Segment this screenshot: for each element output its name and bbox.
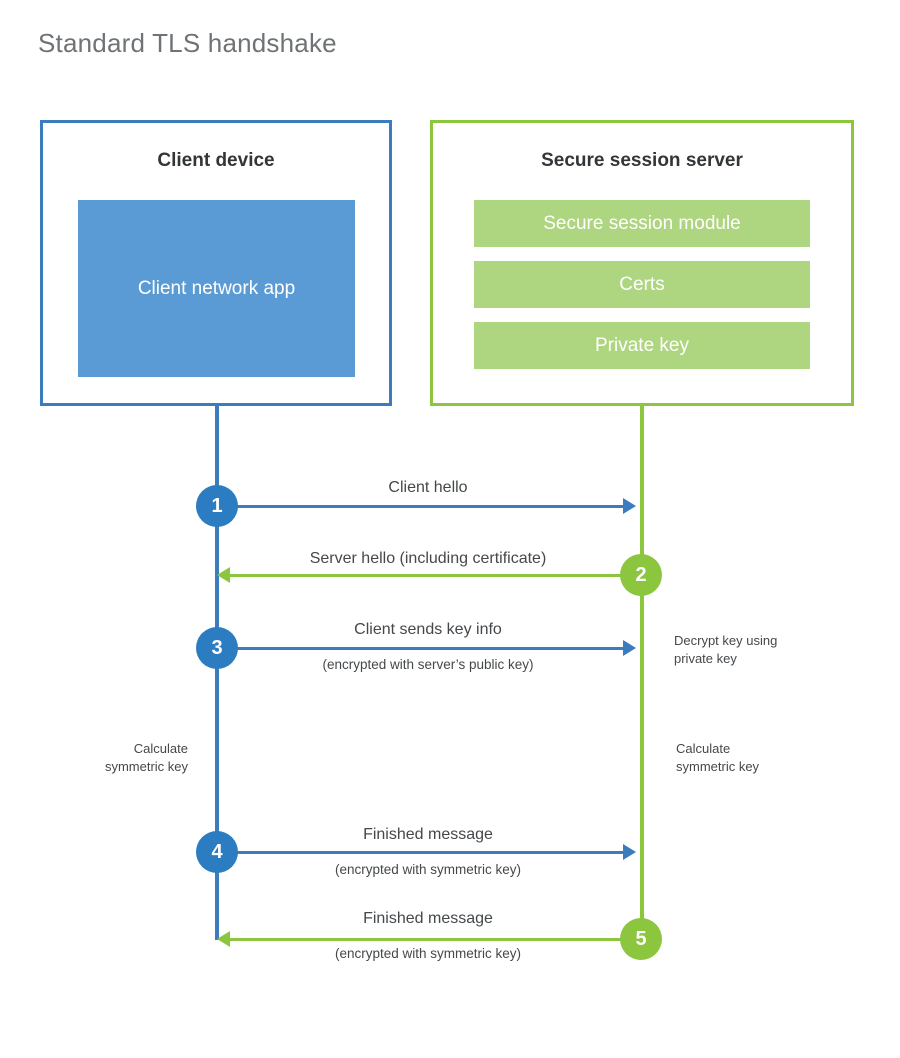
client-device-title: Client device bbox=[157, 150, 275, 171]
step-3-arrow-line bbox=[217, 647, 623, 650]
step-5-circle[interactable]: 5 bbox=[620, 918, 662, 960]
annotation-decrypt-key: Decrypt key using private key bbox=[674, 633, 778, 666]
secure-session-server-title: Secure session server bbox=[541, 150, 743, 171]
step-1-circle[interactable]: 1 bbox=[196, 485, 238, 527]
server-module-certs: Certs bbox=[474, 261, 810, 308]
step-1-arrow-head-icon bbox=[623, 498, 636, 514]
step-4-arrow-head-icon bbox=[623, 844, 636, 860]
step-5-arrow-head-icon bbox=[217, 931, 230, 947]
step-5-sublabel: (encrypted with symmetric key) bbox=[334, 946, 522, 961]
step-2-arrow-line bbox=[230, 574, 624, 577]
client-lifeline bbox=[215, 403, 219, 940]
step-5-arrow-line bbox=[230, 938, 624, 941]
step-1-arrow-line bbox=[217, 505, 623, 508]
step-3-label: Client sends key info bbox=[354, 621, 502, 638]
step-4-label: Finished message bbox=[363, 826, 493, 843]
annotation-server-calculate-symmetric-key: Calculate symmetric key bbox=[676, 741, 760, 774]
step-1-label: Client hello bbox=[388, 479, 468, 496]
server-module-private-key: Private key bbox=[474, 322, 810, 369]
client-device-box: Client device Client network app bbox=[40, 120, 392, 406]
step-3-arrow-head-icon bbox=[623, 640, 636, 656]
step-2-circle[interactable]: 2 bbox=[620, 554, 662, 596]
annotation-client-calculate-symmetric-key: Calculate symmetric key bbox=[104, 741, 188, 774]
step-4-sublabel: (encrypted with symmetric key) bbox=[334, 862, 522, 877]
step-2-arrow-head-icon bbox=[217, 567, 230, 583]
server-lifeline bbox=[640, 403, 644, 940]
step-5-label: Finished message bbox=[363, 910, 493, 927]
client-network-app-block: Client network app bbox=[78, 200, 355, 377]
secure-session-server-box: Secure session server Secure session mod… bbox=[430, 120, 854, 406]
step-2-label: Server hello (including certificate) bbox=[309, 550, 547, 567]
page-title: Standard TLS handshake bbox=[38, 28, 337, 58]
server-module-secure-session-module: Secure session module bbox=[474, 200, 810, 247]
server-module-list: Secure session module Certs Private key bbox=[474, 200, 810, 369]
step-4-arrow-line bbox=[217, 851, 623, 854]
step-3-circle[interactable]: 3 bbox=[196, 627, 238, 669]
step-4-circle[interactable]: 4 bbox=[196, 831, 238, 873]
step-3-sublabel: (encrypted with server’s public key) bbox=[322, 657, 534, 672]
